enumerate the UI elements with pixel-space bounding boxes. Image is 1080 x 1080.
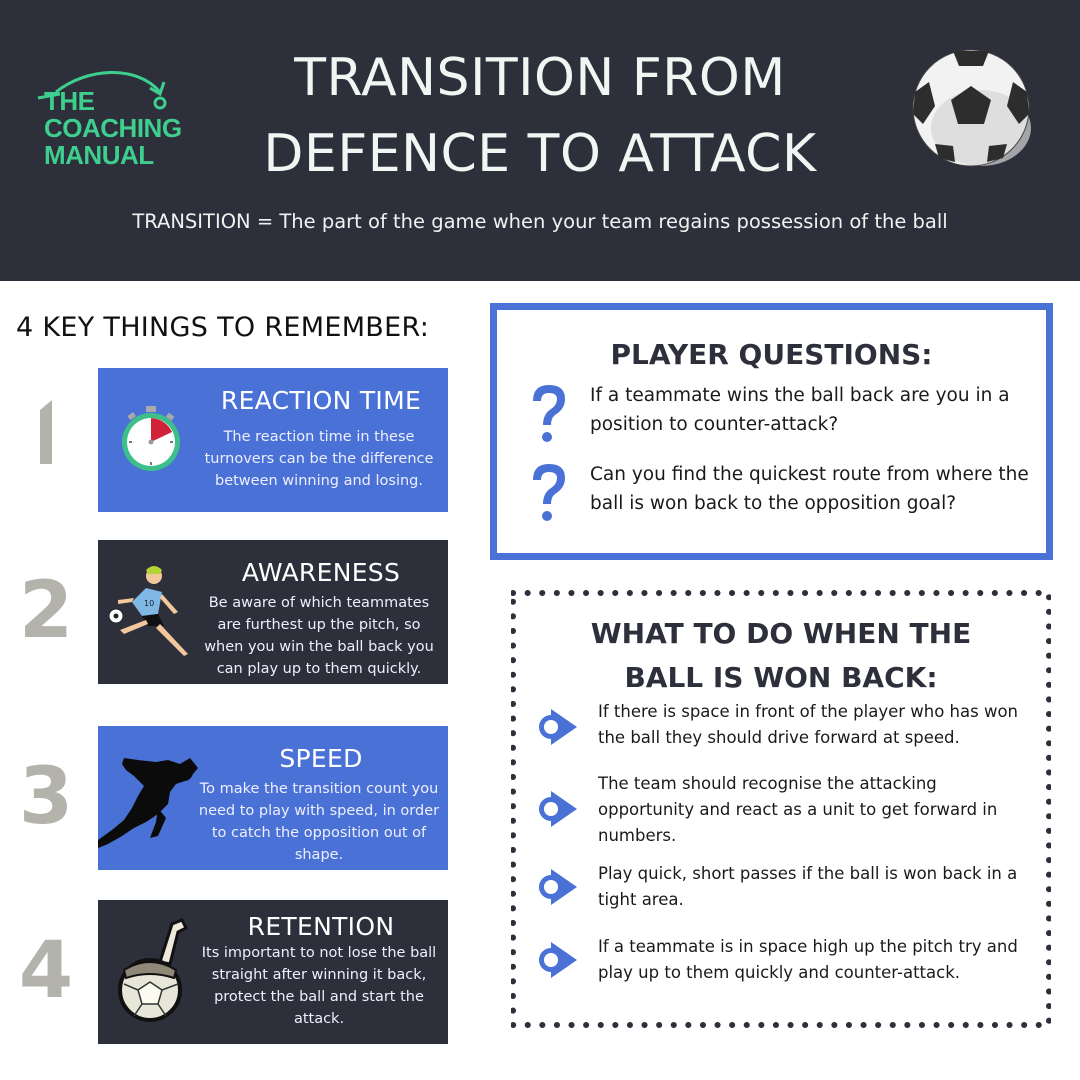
number-3: 3: [18, 752, 74, 842]
page-title: TRANSITION FROM DEFENCE TO ATTACK: [200, 40, 880, 192]
header-banner: THE COACHING MANUAL TRANSITION FROM DEFE…: [0, 0, 1080, 281]
player-questions-box: PLAYER QUESTIONS: If a teammate wins the…: [490, 303, 1053, 560]
card-retention: RETENTION Its important to not lose the …: [98, 900, 448, 1044]
arrow-circle-icon: [539, 869, 577, 905]
logo-line-2: COACHING: [44, 113, 182, 143]
svg-text:10: 10: [144, 599, 154, 608]
card-awareness: 10 AWARENESS Be aware of which teammates…: [98, 540, 448, 684]
question-mark-icon: [533, 385, 565, 442]
number-2: 2: [18, 566, 74, 656]
action-text: Play quick, short passes if the ball is …: [598, 864, 1018, 909]
footballer-kicking-icon: 10: [108, 566, 188, 656]
card-body: Its important to not lose the ball strai…: [201, 945, 437, 1027]
card-body: Be aware of which teammates are furthest…: [204, 595, 434, 677]
title-line-1: WHAT TO DO WHEN THE: [590, 617, 972, 650]
card-title: AWARENESS: [241, 558, 401, 587]
what-to-do-box: WHAT TO DO WHEN THE BALL IS WON BACK: If…: [511, 590, 1051, 1028]
logo-line-3: MANUAL: [44, 140, 154, 170]
action-text: If a teammate is in space high up the pi…: [598, 937, 1018, 982]
dotted-border: [511, 590, 1051, 1028]
coaching-manual-logo: THE COACHING MANUAL: [36, 66, 216, 170]
player-questions-title: PLAYER QUESTIONS:: [610, 338, 933, 371]
card-body: To make the transition count you need to…: [198, 781, 440, 863]
arrow-circle-icon: [539, 942, 577, 978]
question-text: Can you find the quickest route from whe…: [590, 464, 1029, 514]
what-to-do-title: WHAT TO DO WHEN THE BALL IS WON BACK:: [511, 612, 1051, 700]
card-title: REACTION TIME: [220, 386, 422, 415]
title-line-2: BALL IS WON BACK:: [624, 661, 938, 694]
question-text: If a teammate wins the ball back are you…: [590, 385, 1010, 435]
stopwatch-icon: [122, 406, 180, 471]
logo-line-1: THE: [44, 86, 95, 116]
question-mark-icon: [533, 464, 565, 521]
card-reaction-time: REACTION TIME The reaction time in these…: [98, 368, 448, 512]
number-one-glyph: [40, 400, 52, 464]
key-things-heading: 4 KEY THINGS TO REMEMBER:: [16, 312, 430, 343]
card-title: RETENTION: [247, 912, 395, 941]
number-4: 4: [18, 926, 74, 1016]
card-speed: SPEED To make the transition count you n…: [98, 726, 448, 870]
title-line-2: DEFENCE TO ATTACK: [263, 124, 817, 184]
title-line-1: TRANSITION FROM: [294, 48, 786, 108]
logo-arrow-icon: [37, 71, 167, 110]
card-body: The reaction time in these turnovers can…: [204, 429, 434, 489]
sprinter-silhouette-icon: [98, 758, 198, 848]
foot-on-ball-icon: [118, 918, 189, 1022]
transition-definition: TRANSITION = The part of the game when y…: [132, 210, 948, 233]
arrow-circle-icon: [539, 791, 577, 827]
card-title: SPEED: [279, 744, 363, 773]
logo-wordmark: THE COACHING MANUAL: [44, 88, 182, 169]
action-text: The team should recognise the attacking …: [598, 774, 998, 845]
arrow-circle-icon: [539, 709, 577, 745]
soccer-ball-icon: [912, 49, 1031, 167]
number-1: [18, 400, 74, 483]
action-text: If there is space in front of the player…: [598, 702, 1019, 747]
